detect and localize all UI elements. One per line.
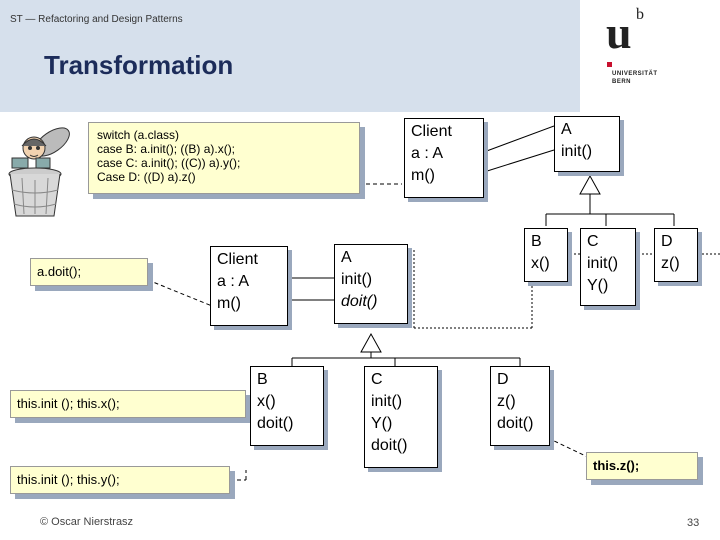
footer-author: © Oscar Nierstrasz — [40, 516, 134, 528]
top-c-class: C init() Y() — [580, 228, 636, 306]
course-title: ST — Refactoring and Design Patterns — [10, 14, 183, 25]
inheritance-triangle — [360, 332, 382, 353]
class-method: z() — [661, 255, 680, 272]
class-method: x() — [531, 255, 550, 272]
class-method: init() — [561, 143, 593, 160]
top-client-class: Client a : A m() — [404, 118, 484, 198]
association-line — [483, 125, 555, 153]
association-line — [483, 149, 555, 173]
university-logo-superscript: b — [636, 6, 644, 23]
university-logo-letter: u — [606, 7, 632, 58]
class-method: Y() — [371, 415, 393, 432]
logo-line-2: BERN — [612, 79, 632, 85]
slide-title: Transformation — [44, 50, 234, 80]
class-method: doit() — [497, 415, 534, 432]
class-name: C — [587, 233, 599, 250]
logo-red-mark — [607, 62, 612, 67]
class-name: B — [531, 233, 542, 250]
class-name: D — [497, 371, 509, 388]
class-method: m() — [217, 295, 241, 312]
this-x-note: this.init (); this.x(); — [10, 390, 246, 418]
logo-line-1: UNIVERSITÄT — [612, 71, 658, 77]
this-y-note: this.init (); this.y(); — [10, 466, 230, 494]
note-line: switch (a.class) — [97, 128, 180, 142]
class-method: x() — [257, 393, 276, 410]
class-name: Client — [217, 251, 258, 268]
top-b-class: B x() — [524, 228, 568, 282]
bottom-a-class: A init() doit() — [334, 244, 408, 324]
bottom-c-class: C init() Y() doit() — [364, 366, 438, 468]
university-logo-text: UNIVERSITÄT BERN — [612, 70, 658, 86]
class-name: D — [661, 233, 673, 250]
inheritance-triangle — [579, 174, 601, 195]
class-method: init() — [341, 271, 373, 288]
class-method: z() — [497, 393, 516, 410]
page-number: 33 — [687, 517, 700, 529]
doit-note: a.doit(); — [30, 258, 148, 286]
class-method-abstract: doit() — [341, 293, 378, 310]
class-method: init() — [371, 393, 403, 410]
trash-can-cartoon-icon — [8, 127, 70, 217]
note-line: Case D: ((D) a).z() — [97, 170, 196, 184]
class-name: C — [371, 371, 383, 388]
logo-area — [580, 0, 720, 112]
class-name: A — [561, 121, 572, 138]
top-a-class: A init() — [554, 116, 620, 172]
class-method: doit() — [257, 415, 294, 432]
this-z-note: this.z(); — [586, 452, 698, 480]
bottom-d-class: D z() doit() — [490, 366, 550, 446]
bottom-b-class: B x() doit() — [250, 366, 324, 446]
class-name: A — [341, 249, 352, 266]
class-name: B — [257, 371, 268, 388]
top-d-class: D z() — [654, 228, 698, 282]
class-method: Y() — [587, 277, 609, 294]
switch-note: switch (a.class) case B: a.init(); ((B) … — [88, 122, 360, 194]
class-name: Client — [411, 123, 452, 140]
class-field: a : A — [411, 145, 444, 162]
note-connector — [147, 279, 213, 307]
note-line: case B: a.init(); ((B) a).x(); — [97, 142, 236, 156]
note-line: case C: a.init(); ((C)) a).y(); — [97, 156, 241, 170]
class-method: m() — [411, 167, 435, 184]
class-field: a : A — [217, 273, 250, 290]
bottom-client-class: Client a : A m() — [210, 246, 288, 326]
class-method: doit() — [371, 437, 408, 454]
class-method: init() — [587, 255, 619, 272]
